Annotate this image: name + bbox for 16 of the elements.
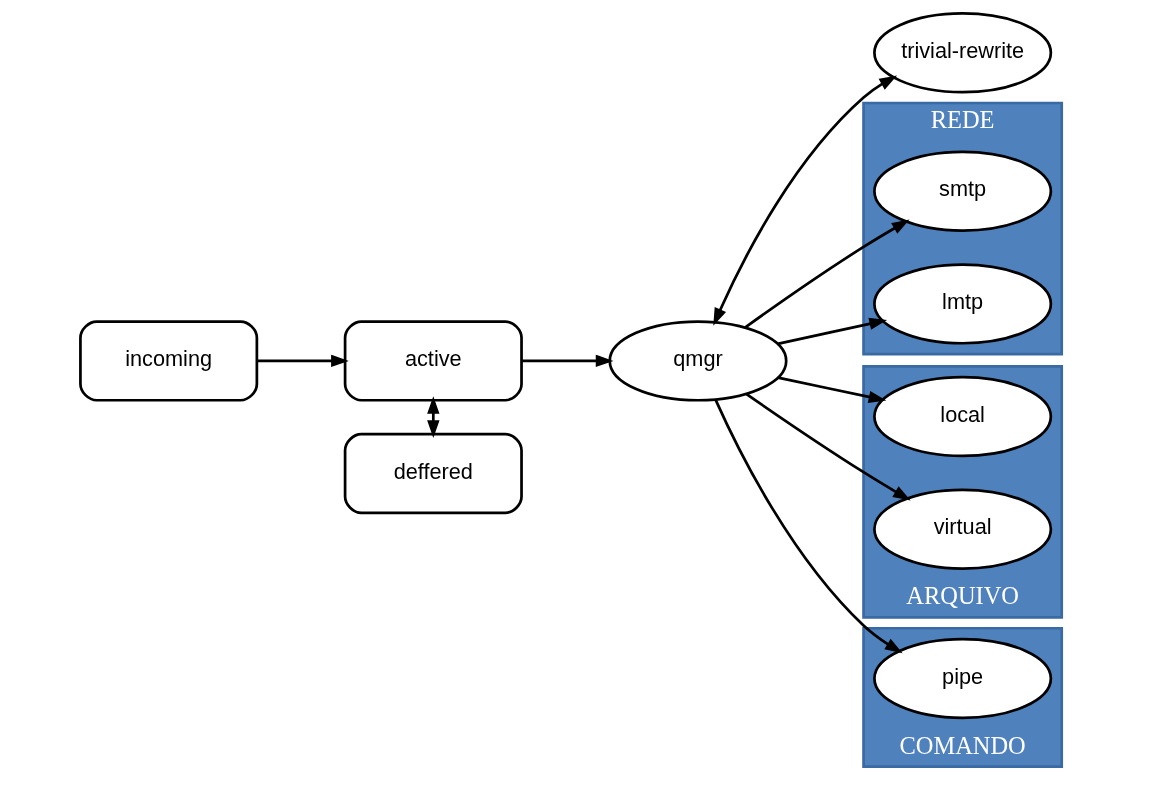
arrow: [712, 75, 897, 326]
node-box: deffered: [343, 432, 523, 515]
node-ellipse: lmtp: [872, 263, 1052, 345]
node-ellipse: local: [872, 375, 1052, 458]
arrow: [744, 392, 911, 501]
arrow: [744, 219, 910, 329]
arrow: [256, 354, 349, 368]
arrow: [776, 317, 887, 346]
arrow: [777, 376, 886, 403]
node-ellipse: trivial-rewrite: [872, 12, 1052, 94]
arrow: [426, 396, 439, 439]
arrow: [713, 399, 903, 654]
node-box: active: [343, 320, 523, 402]
node-box: incoming: [78, 320, 258, 402]
node-ellipse: qmgr: [607, 320, 788, 402]
arrow: [521, 354, 613, 368]
